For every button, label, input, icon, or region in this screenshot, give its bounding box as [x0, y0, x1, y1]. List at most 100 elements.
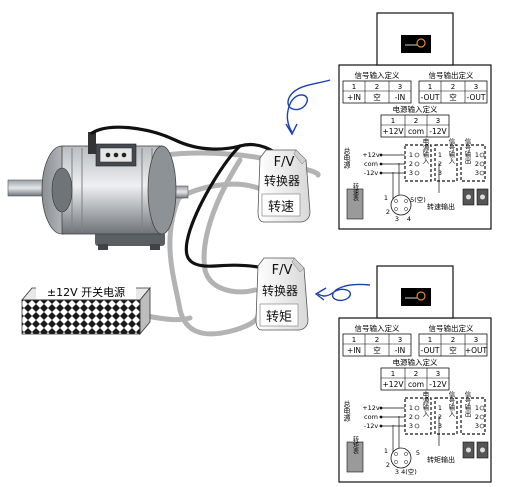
sig-out-table: [418, 333, 488, 357]
supply-vertical-label: 总电源: [343, 147, 351, 170]
wire-node: [379, 153, 383, 157]
power-table: [380, 114, 450, 138]
meter-box: [346, 441, 364, 473]
connector-pin: [404, 207, 408, 211]
sig-in-num: 1: [352, 336, 356, 344]
converter-speed-label: 转速: [268, 200, 294, 215]
power-num: 1: [391, 370, 395, 378]
sig-in-title: 信号输入定义: [355, 70, 400, 80]
converter-torque-label: 转矩: [266, 310, 292, 325]
plug-face: [466, 447, 471, 453]
connector-pin: [404, 452, 408, 456]
connector-pin: [394, 460, 398, 464]
torque-sensor-motor: [7, 132, 189, 250]
sig-out-vertical-label: 信号输出: [463, 137, 471, 166]
wire-node: [379, 415, 383, 419]
sig-in-terminal-num: 1: [438, 404, 442, 412]
sig-out-terminal-num: 2: [475, 160, 479, 168]
sig-out-num: 2: [451, 336, 455, 344]
sig-in-num: 2: [375, 83, 379, 91]
terminal-screw: [414, 405, 420, 411]
connector-pin-label: 3: [395, 468, 399, 476]
connector-pin5-label: 5: [416, 449, 420, 457]
supply-vertical-label: 总电源: [343, 400, 351, 423]
converter-speed-type: 转换器: [264, 173, 300, 188]
sig-out-title: 信号输出定义: [429, 323, 474, 333]
converter-torque-type: 转换器: [262, 283, 298, 298]
meter-box-label: 转矩表: [352, 435, 359, 455]
power-in-vertical-label: 电源输入: [421, 390, 429, 418]
connector-output-label: 转速输出: [427, 202, 455, 211]
connector-pin-label: 2: [386, 461, 390, 469]
wire-node: [379, 171, 383, 175]
sig-out-value: +OUT: [465, 346, 488, 355]
meter-box-label: 转速表: [352, 182, 359, 202]
power-value: +12V: [383, 127, 405, 136]
sig-in-vertical-label: 信号输入: [447, 137, 455, 165]
power-num: 2: [414, 117, 418, 125]
plug-face: [466, 194, 471, 200]
supply-pin-label: +12v: [362, 151, 380, 159]
converter-torque-title: F/V: [272, 263, 293, 278]
converter-torque: F/V 转换器 转矩: [255, 257, 309, 331]
sig-in-vertical-label: 信号输入: [447, 390, 455, 418]
sig-in-title: 信号输入定义: [355, 323, 400, 333]
terminal-screw: [479, 405, 485, 411]
supply-pin-label: -12v: [364, 169, 379, 177]
sig-in-terminal: [434, 144, 458, 182]
power-num: 3: [436, 370, 440, 378]
power-value: -12V: [429, 127, 447, 136]
sig-in-table: [342, 333, 412, 357]
round-connector: [390, 447, 412, 469]
supply-pin-label: com: [364, 160, 378, 168]
sig-in-value: 空: [373, 345, 381, 355]
power-in-terminal: [404, 144, 432, 182]
power-in-terminal: [404, 397, 432, 435]
connector-pin: [394, 207, 398, 211]
sig-in-value: +IN: [347, 346, 361, 355]
converter-speed: F/V 转换器 转速: [257, 149, 311, 223]
sig-in-value: -IN: [395, 93, 406, 102]
sig-out-value: -OUT: [467, 93, 486, 102]
sig-out-title: 信号输出定义: [429, 70, 474, 80]
sig-in-num: 2: [375, 336, 379, 344]
sig-out-num: 2: [451, 83, 455, 91]
sig-out-terminal: [460, 397, 486, 435]
connector-pin-label: 2: [386, 208, 390, 216]
sig-out-value: -OUT: [421, 346, 440, 355]
sig-out-num: 3: [474, 336, 478, 344]
sig-out-terminal-num: 3: [475, 422, 479, 430]
power-in-terminal-num: 1: [409, 151, 413, 159]
brand-logo: [401, 288, 431, 306]
wire-node: [379, 424, 383, 428]
sig-in-table: [342, 80, 412, 104]
converter-speed-title: F/V: [274, 155, 295, 170]
connector-pin-label: 4: [407, 215, 411, 223]
power-in-terminal-num: 2: [409, 160, 413, 168]
connector-pin-label: 1: [384, 447, 388, 455]
connector-pin-label: 3: [395, 215, 399, 223]
sig-in-value: 空: [373, 92, 381, 102]
sig-out-value: 空: [449, 92, 457, 102]
brand-logo: [401, 35, 431, 53]
power-in-terminal-num: 1: [409, 404, 413, 412]
sig-in-terminal-num: 3: [438, 422, 442, 430]
supply-pin-label: -12v: [364, 422, 379, 430]
power-table: [380, 367, 450, 391]
sig-in-terminal-num: 2: [438, 160, 442, 168]
power-supply-label: ±12V 开关电源: [47, 285, 125, 299]
terminal-screw: [414, 161, 420, 167]
terminal-screw: [414, 170, 420, 176]
sig-out-value: 空: [449, 345, 457, 355]
connector-pin: [394, 452, 398, 456]
connector-pin: [404, 199, 408, 203]
sig-in-terminal: [434, 397, 458, 435]
sig-in-num: 3: [398, 83, 402, 91]
wire-node: [379, 162, 383, 166]
plug-face: [480, 194, 485, 200]
power-in-terminal-num: 3: [409, 422, 413, 430]
power-num: 1: [391, 117, 395, 125]
sig-in-value: -IN: [395, 346, 406, 355]
power-supply: ±12V 开关电源: [21, 285, 151, 336]
